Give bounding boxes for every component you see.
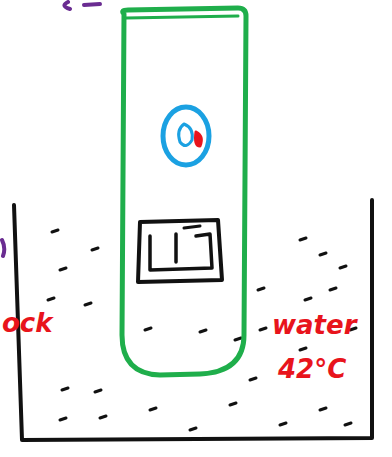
- water-dot: [235, 338, 241, 340]
- water-dot: [200, 330, 206, 332]
- water-dot: [230, 403, 236, 405]
- water-dot: [330, 288, 336, 290]
- water-dot: [95, 390, 101, 392]
- test-tube-rim: [126, 16, 238, 18]
- water-dot: [280, 423, 286, 425]
- water-dot: [250, 378, 256, 380]
- liquid-label: water: [272, 312, 356, 338]
- water-dot: [85, 303, 91, 305]
- water-dot: [60, 418, 66, 420]
- water-drop: [163, 107, 209, 165]
- water-dot: [258, 288, 264, 290]
- water-dot: [305, 298, 311, 300]
- red-spot: [196, 132, 202, 146]
- pen-mark: [2, 240, 4, 256]
- cut-label: ock: [2, 310, 53, 336]
- water-dot: [48, 298, 54, 300]
- test-tube: [122, 8, 246, 375]
- sample-block: [138, 220, 222, 282]
- water-dot: [340, 266, 346, 268]
- water-dot: [145, 328, 151, 330]
- sample-block-inner: [150, 234, 212, 270]
- sample-block-mark: [184, 226, 200, 228]
- water-dot: [260, 328, 266, 330]
- water-dot: [150, 408, 156, 410]
- water-dot: [300, 348, 306, 350]
- temperature-label: 42°C: [278, 356, 346, 382]
- water-dot: [52, 230, 58, 232]
- water-dots: [48, 230, 356, 430]
- water-dot: [345, 423, 351, 425]
- water-dot: [92, 248, 98, 250]
- water-dot: [190, 428, 196, 430]
- drop-inner: [179, 124, 193, 146]
- water-dot: [60, 268, 66, 270]
- water-dot: [320, 253, 326, 255]
- pen-mark: [64, 2, 70, 9]
- water-dot: [100, 416, 106, 418]
- water-dot: [62, 388, 68, 390]
- beaker: [14, 200, 372, 440]
- water-dot: [320, 408, 326, 410]
- pen-mark: [84, 4, 100, 5]
- water-dot: [300, 238, 306, 240]
